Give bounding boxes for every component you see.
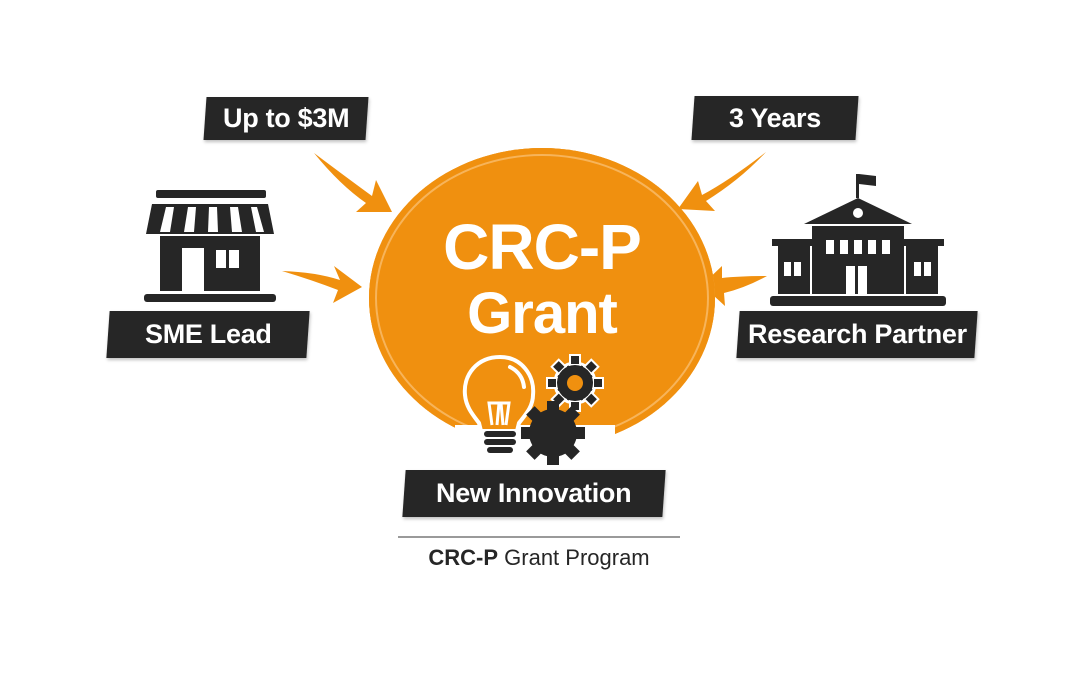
arrow-funding-icon: [314, 153, 392, 212]
footer-rest: Grant Program: [498, 545, 650, 570]
research-partner-tag: Research Partner: [736, 311, 978, 358]
arrow-sme-icon: [282, 266, 362, 303]
research-partner-label: Research Partner: [747, 319, 967, 349]
center-title-line1: CRC-P: [443, 211, 642, 283]
arrow-research-icon: [702, 266, 767, 306]
footer-divider: [398, 536, 680, 538]
university-icon: [770, 174, 946, 306]
sme-lead-label: SME Lead: [144, 319, 272, 349]
lightbulb-gears-icon: [455, 354, 615, 465]
sme-lead-tag: SME Lead: [106, 311, 310, 358]
shop-icon: [144, 190, 276, 302]
arrow-duration-icon: [678, 152, 766, 211]
crc-p-grant-circle: CRC-P Grant: [369, 148, 715, 448]
footer-bold: CRC-P: [428, 545, 499, 570]
footer-caption: CRC-P Grant Program: [398, 545, 680, 571]
new-innovation-tag: New Innovation: [402, 470, 666, 517]
center-title-line2: Grant: [467, 281, 618, 346]
new-innovation-label: New Innovation: [436, 478, 632, 508]
